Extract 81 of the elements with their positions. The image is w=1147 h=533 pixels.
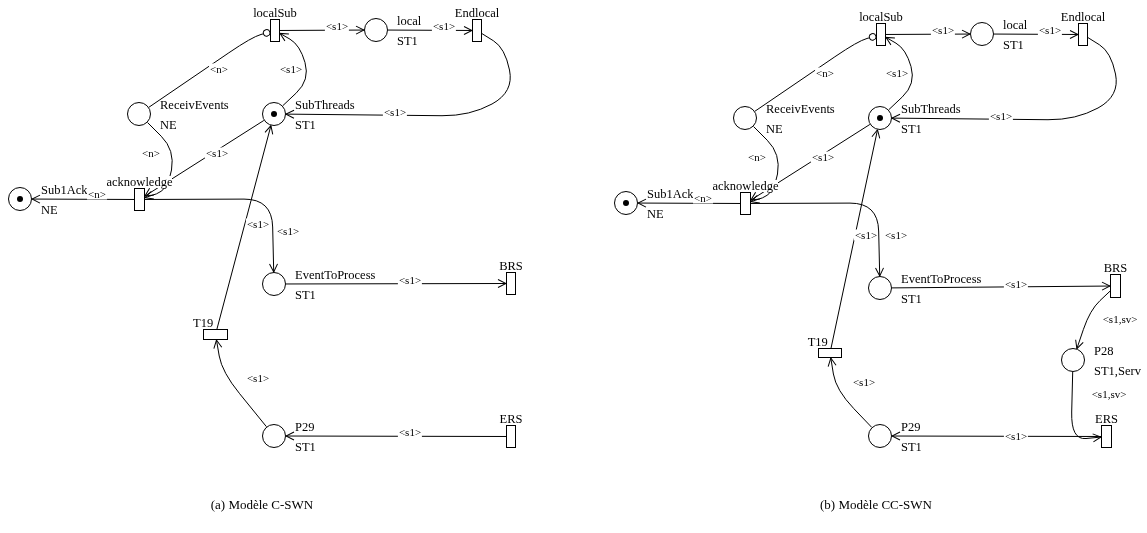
color-domain: ST1 xyxy=(295,441,316,453)
place-name: ReceivEvents xyxy=(766,103,835,115)
arc-label: <s1> xyxy=(988,110,1014,122)
color-domain: ST1 xyxy=(901,441,922,453)
transition-name: Endlocal xyxy=(454,7,500,19)
arc-label: <s1> xyxy=(397,426,423,438)
arc-label: <s1> xyxy=(278,63,304,75)
transition-name: Endlocal xyxy=(1060,11,1106,23)
arc-label: <s1,sv> xyxy=(1090,388,1128,400)
transition-name: BRS xyxy=(499,260,523,272)
color-domain: ST1 xyxy=(1003,39,1024,51)
color-domain: NE xyxy=(160,119,177,131)
arc-arrow xyxy=(1071,371,1102,443)
color-domain: ST1 xyxy=(901,123,922,135)
arc-arrow xyxy=(213,339,267,428)
arc-arrow xyxy=(1075,290,1111,350)
arc-label: <s1> xyxy=(1037,24,1063,36)
arc-label: <n> xyxy=(209,63,229,75)
place-name: EventToProcess xyxy=(901,273,982,285)
inhibitor-arc xyxy=(754,33,877,112)
arc-arrow xyxy=(144,198,279,273)
arc-label: <s1> xyxy=(1003,278,1029,290)
arc-label: <s1> xyxy=(382,106,408,118)
transition-name: BRS xyxy=(1103,262,1128,274)
color-domain: NE xyxy=(766,123,783,135)
arc-arrow xyxy=(891,37,1117,123)
arc-arrow xyxy=(279,32,307,107)
arc-label: <s1> xyxy=(275,225,301,237)
arc-label: <s1> xyxy=(883,229,909,241)
arc-label: <n> xyxy=(815,67,835,79)
arc-arrow xyxy=(891,281,1111,291)
caption: (a) Modèle C-SWN xyxy=(210,497,314,513)
arc-label: <s1> xyxy=(853,229,879,241)
color-domain: ST1,Serv xyxy=(1094,365,1141,377)
place-name: local xyxy=(397,15,422,27)
arc-label: <s1> xyxy=(810,151,836,163)
place-name: local xyxy=(1003,19,1028,31)
arc-arrow xyxy=(750,202,885,277)
arc-arrow xyxy=(285,279,507,289)
arc-label: <s1> xyxy=(245,218,271,230)
transition-name: localSub xyxy=(253,7,297,19)
place-name: Sub1Ack xyxy=(41,184,88,196)
place-name: P28 xyxy=(1094,345,1114,357)
arc-label: <s1> xyxy=(851,376,877,388)
color-domain: ST1 xyxy=(295,119,316,131)
transition-name: acknowledge xyxy=(712,180,779,192)
transition-name: localSub xyxy=(859,11,903,23)
place-name: Sub1Ack xyxy=(647,188,694,200)
transition-name: T19 xyxy=(193,317,214,329)
arc-label: <s1> xyxy=(245,372,271,384)
arc-arrow xyxy=(216,125,274,330)
arc-arrow xyxy=(830,129,881,349)
color-domain: NE xyxy=(41,204,58,216)
place-name: SubThreads xyxy=(295,99,355,111)
transition-name: T19 xyxy=(807,336,828,348)
arc-arrow xyxy=(285,33,511,119)
arc-label: <s1> xyxy=(204,147,230,159)
arc-label: <s1> xyxy=(884,67,910,79)
color-domain: ST1 xyxy=(901,293,922,305)
arc-label: <s1> xyxy=(324,20,350,32)
arc-label: <s1> xyxy=(1003,430,1029,442)
arc-arrow xyxy=(827,357,873,428)
place-name: P29 xyxy=(295,421,315,433)
place-name: SubThreads xyxy=(901,103,961,115)
arc-label: <s1> xyxy=(431,20,457,32)
color-domain: ST1 xyxy=(397,35,418,47)
arc-label: <s1> xyxy=(930,24,956,36)
arc-label: <s1,sv> xyxy=(1101,313,1139,325)
place-name: ReceivEvents xyxy=(160,99,229,111)
caption: (b) Modèle CC-SWN xyxy=(820,497,932,513)
inhibitor-arc xyxy=(148,29,271,108)
arc-arrow xyxy=(885,36,913,111)
transition-name: ERS xyxy=(499,413,523,425)
arc-label: <s1> xyxy=(397,274,423,286)
place-name: P29 xyxy=(901,421,921,433)
arc-arrow xyxy=(285,431,507,441)
place-name: EventToProcess xyxy=(295,269,376,281)
color-domain: NE xyxy=(647,208,664,220)
color-domain: ST1 xyxy=(295,289,316,301)
transition-name: ERS xyxy=(1095,413,1118,425)
transition-name: acknowledge xyxy=(106,176,173,188)
